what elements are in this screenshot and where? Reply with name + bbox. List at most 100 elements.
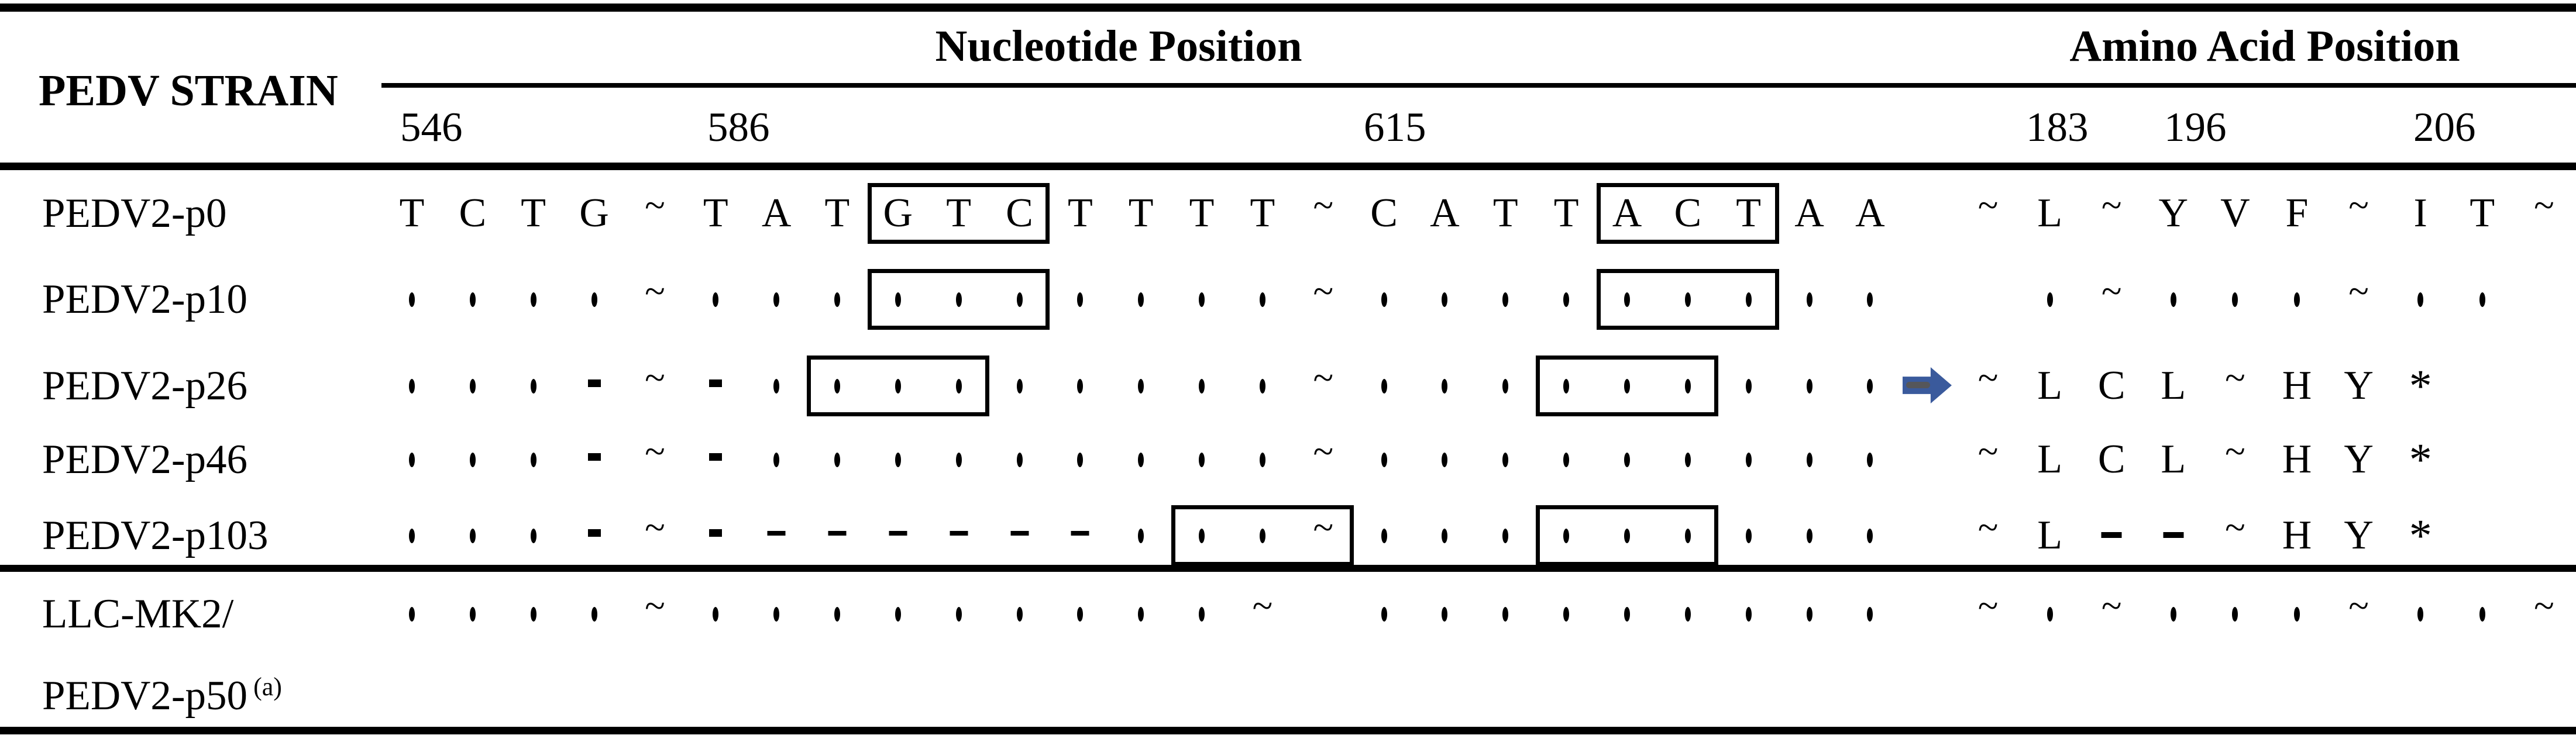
identity-dot [409,292,415,307]
deletion-dash [1071,531,1089,536]
amino-letter: L [2037,363,2062,408]
identity-dot [2417,607,2424,622]
strain-label: PEDV2-p26 [42,363,248,409]
identity-dot [1259,453,1265,467]
amino-letter: L [2161,363,2186,408]
gap-tilde: ~ [645,506,665,548]
nucleotide-letter: T [946,191,972,236]
deletion-dash [587,379,601,387]
identity-dot [1563,453,1570,467]
identity-dot [955,453,962,467]
gap-tilde: ~ [2101,184,2122,226]
amino-position-label: 206 [2413,105,2476,150]
nucleotide-position-label: 546 [400,105,463,150]
stop-asterisk: * [2409,434,2432,485]
identity-dot [895,453,901,467]
gap-tilde: ~ [2348,184,2369,226]
nucleotide-letter: C [1006,191,1033,236]
identity-dot [1077,607,1084,622]
identity-dot [1199,292,1205,307]
deletion-dash [709,379,723,387]
pedv-strain-header: PEDV STRAIN [39,66,338,115]
identity-dot [895,379,901,394]
identity-dot [1867,529,1873,543]
nucleotide-letter: A [1855,191,1885,236]
identity-dot [2170,292,2176,307]
identity-dot [2232,292,2238,307]
stop-asterisk: * [2409,360,2432,411]
identity-dot [591,292,597,307]
separator-rule [0,565,2576,572]
nucleotide-position-label: 615 [1364,105,1426,150]
alignment-row: PEDV2-p10~~~~ [0,269,2576,330]
identity-dot [1381,292,1387,307]
identity-dot [2232,607,2238,622]
identity-dot [1563,379,1570,394]
gap-tilde: ~ [1313,430,1334,472]
identity-dot [1502,607,1509,622]
identity-dot [1806,292,1813,307]
identity-dot [1624,292,1630,307]
gap-tilde: ~ [1313,270,1334,312]
codon-box [867,183,1050,244]
identity-dot [2047,607,2053,622]
identity-dot [773,453,780,467]
gap-tilde: ~ [645,430,665,472]
identity-dot [713,607,719,622]
identity-dot [1199,379,1205,394]
gap-tilde: ~ [1977,184,1999,226]
identity-dot [2417,292,2424,307]
gap-tilde: ~ [2225,430,2245,472]
identity-dot [2047,292,2053,307]
identity-dot [1745,453,1752,467]
identity-dot [530,453,536,467]
nucleotide-letter: A [1612,191,1642,236]
codon-box [1536,505,1718,566]
amino-position-label: 183 [2026,105,2089,150]
identity-dot [1199,453,1205,467]
gap-tilde: ~ [2534,585,2554,626]
identity-dot [1077,292,1084,307]
identity-dot [469,529,476,543]
identity-dot [1442,607,1448,622]
strain-label: PEDV2-p46 [42,437,248,482]
nucleotide-letter: A [761,191,792,236]
identity-dot [1016,453,1023,467]
identity-dot [1442,292,1448,307]
gap-tilde: ~ [645,585,665,626]
identity-dot [834,453,840,467]
gap-tilde: ~ [2225,357,2245,398]
nucleotide-letter: A [1430,191,1460,236]
amino-letter: Y [2158,191,2189,236]
deletion-dash [950,531,968,536]
identity-dot [955,292,962,307]
strain-label: PEDV2-p103 [42,513,269,558]
nucleotide-letter: T [824,191,850,236]
gap-tilde: ~ [2101,270,2122,312]
gap-tilde: ~ [2225,506,2245,548]
alignment-row: LLC-MK2/~~~~~~ [0,585,2576,643]
identity-dot [1138,529,1144,543]
identity-dot [1502,453,1509,467]
identity-dot [530,607,536,622]
identity-dot [1016,607,1023,622]
footnote-marker: (a) [253,672,282,701]
deletion-dash [709,453,723,461]
identity-dot [2294,292,2300,307]
identity-dot [895,607,901,622]
identity-dot [1199,607,1205,622]
identity-dot [1563,529,1570,543]
identity-dot [1199,529,1205,543]
codon-box [1536,356,1718,416]
gap-tilde: ~ [1313,506,1334,548]
identity-dot [1381,453,1387,467]
arrow-gray-bar [1906,382,1931,388]
codon-box [806,356,989,416]
identity-dot [1806,379,1813,394]
identity-dot [1624,607,1630,622]
identity-dot [530,292,536,307]
identity-dot [2479,292,2485,307]
